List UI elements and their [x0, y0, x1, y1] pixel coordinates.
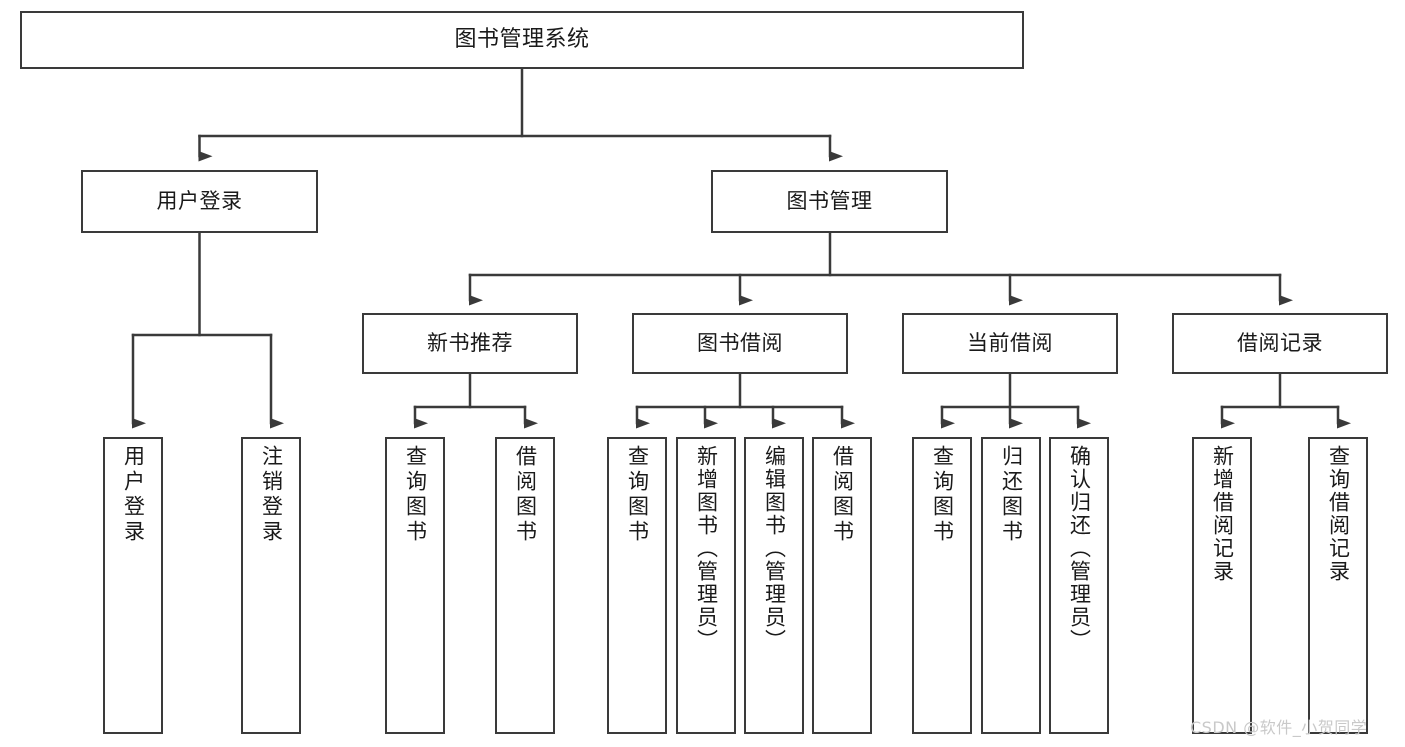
node-root-system[interactable]: 图书管理系统 — [20, 11, 1024, 69]
node-label: 图书管理系统 — [454, 27, 590, 53]
leaf-new-book-query[interactable]: 查询图书 — [385, 437, 445, 734]
leaf-borrow-record-add[interactable]: 新增借阅记录 — [1192, 437, 1252, 734]
node-label: 图书借阅 — [697, 331, 783, 356]
node-label: 归还图书 — [999, 445, 1024, 545]
node-user-login[interactable]: 用户登录 — [81, 170, 318, 233]
leaf-current-borrow-confirm-return[interactable]: 确认归还（管理员） — [1049, 437, 1109, 734]
leaf-borrow-record-query[interactable]: 查询借阅记录 — [1308, 437, 1368, 734]
node-book-borrow[interactable]: 图书借阅 — [632, 313, 848, 374]
leaf-book-borrow-query[interactable]: 查询图书 — [607, 437, 667, 734]
node-label: 借阅图书 — [830, 445, 855, 545]
leaf-user-login-logout[interactable]: 注销登录 — [241, 437, 301, 734]
node-label: 查询图书 — [625, 445, 650, 545]
node-label: 用户登录 — [121, 445, 146, 545]
node-label: 新书推荐 — [427, 331, 513, 356]
leaf-current-borrow-return[interactable]: 归还图书 — [981, 437, 1041, 734]
node-new-book-recommend[interactable]: 新书推荐 — [362, 313, 578, 374]
leaf-new-book-borrow[interactable]: 借阅图书 — [495, 437, 555, 734]
node-label: 确认归还（管理员） — [1067, 445, 1092, 652]
node-current-borrow[interactable]: 当前借阅 — [902, 313, 1118, 374]
node-label: 图书管理 — [786, 189, 873, 214]
node-label: 用户登录 — [156, 189, 243, 214]
node-label: 当前借阅 — [967, 331, 1053, 356]
csdn-watermark: CSDN @软件_小贺同学 — [1190, 718, 1368, 737]
node-book-management[interactable]: 图书管理 — [711, 170, 948, 233]
node-label: 查询图书 — [403, 445, 428, 545]
leaf-book-borrow-add[interactable]: 新增图书（管理员） — [676, 437, 736, 734]
node-borrow-record[interactable]: 借阅记录 — [1172, 313, 1388, 374]
node-label: 借阅记录 — [1237, 331, 1323, 356]
leaf-user-login-login[interactable]: 用户登录 — [103, 437, 163, 734]
node-label: 新增图书（管理员） — [694, 445, 719, 652]
node-label: 注销登录 — [259, 445, 284, 545]
node-label: 查询图书 — [930, 445, 955, 545]
leaf-book-borrow-edit[interactable]: 编辑图书（管理员） — [744, 437, 804, 734]
leaf-book-borrow-borrow[interactable]: 借阅图书 — [812, 437, 872, 734]
node-label: 借阅图书 — [513, 445, 538, 545]
leaf-current-borrow-query[interactable]: 查询图书 — [912, 437, 972, 734]
node-label: 查询借阅记录 — [1326, 445, 1351, 583]
node-label: 编辑图书（管理员） — [762, 445, 787, 652]
node-label: 新增借阅记录 — [1210, 445, 1235, 583]
